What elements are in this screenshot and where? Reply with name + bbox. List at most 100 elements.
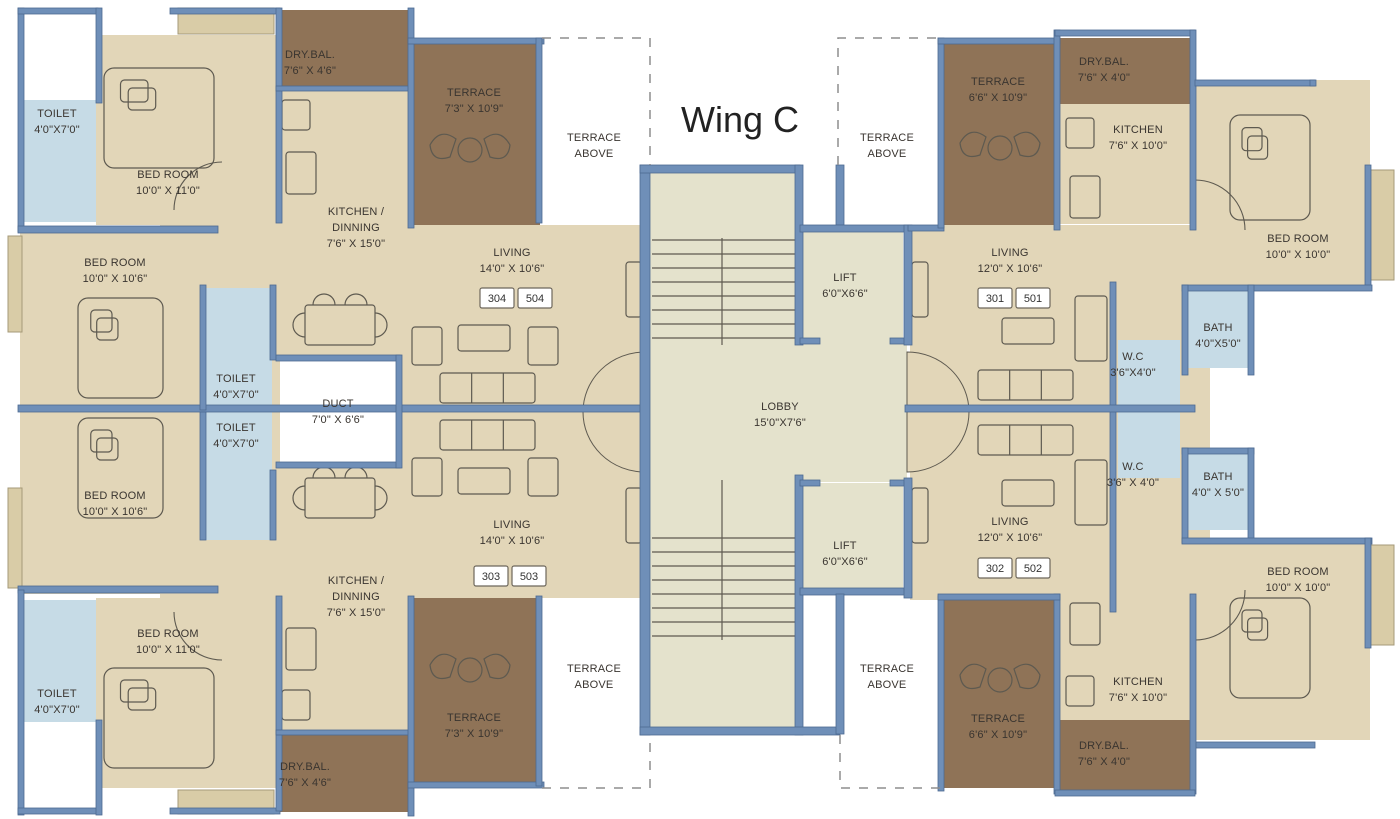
room-label-bl-toilet-mid: 4'0"X7'0" <box>213 438 259 450</box>
room-label-br-bedroom: 10'0" X 10'0" <box>1266 582 1331 594</box>
room-label-tr-terrace: TERRACE <box>971 76 1025 88</box>
dining-chair <box>374 485 388 511</box>
room-label-lift-bot: LIFT <box>833 540 856 552</box>
room-label-tl-living: 14'0" X 10'6" <box>480 263 545 275</box>
wall <box>1247 284 1255 376</box>
dining-chair <box>312 293 336 306</box>
room-label-duct: 7'0" X 6'6" <box>312 414 364 426</box>
armchair <box>411 457 443 497</box>
room-label-bl-bedroom-mid: 10'0" X 10'6" <box>83 506 148 518</box>
dining-chair <box>292 312 306 338</box>
wall <box>937 593 1061 601</box>
door-swing <box>1194 179 1246 231</box>
room-label-tr-drybal: DRY.BAL. <box>1079 56 1129 68</box>
wall <box>1181 447 1255 455</box>
door-swing <box>1194 589 1246 641</box>
room-label-tr-bedroom: 10'0" X 10'0" <box>1266 249 1331 261</box>
stove <box>285 627 317 671</box>
coffee-table <box>1001 479 1055 507</box>
room-label-lobby: 15'0"X7'6" <box>754 417 806 429</box>
terrace-table <box>457 137 483 163</box>
pillow <box>90 309 113 333</box>
room-label-tr-kitchen: KITCHEN <box>1113 124 1163 136</box>
room-label-tl-terrace-above: ABOVE <box>575 148 614 160</box>
unit-number-tag <box>517 287 553 309</box>
wall <box>169 7 281 15</box>
room-label-tr-kitchen: 7'6" X 10'0" <box>1109 140 1167 152</box>
room-tl-toilet-top <box>22 100 96 222</box>
wall <box>95 719 103 816</box>
room-label-tl-terrace-above: TERRACE <box>567 132 621 144</box>
wall <box>1181 284 1189 376</box>
room-label-bl-terrace-above: TERRACE <box>567 663 621 675</box>
room-label-tr-terrace-above: TERRACE <box>860 132 914 144</box>
room-label-tl-toilet-top: TOILET <box>37 108 77 120</box>
room-bl-drybal <box>280 734 408 812</box>
room-lift-bot <box>803 483 903 593</box>
room-bl-toilet-bot <box>22 600 96 722</box>
pillow <box>1246 135 1269 160</box>
pillow <box>1241 126 1263 152</box>
wall <box>407 781 545 789</box>
room-label-br-wc: 3'6" X 4'0" <box>1107 477 1159 489</box>
wall <box>275 729 412 736</box>
room-label-br-bath: BATH <box>1203 471 1232 483</box>
wall <box>1054 29 1196 37</box>
stove <box>285 151 317 195</box>
unit-number: 303 <box>482 571 500 583</box>
room-label-br-living: LIVING <box>991 516 1028 528</box>
pillow <box>119 79 149 103</box>
window-grille <box>1369 544 1395 646</box>
sofa <box>439 372 536 404</box>
wall <box>275 595 283 812</box>
room-label-tr-living: 12'0" X 10'6" <box>978 263 1043 275</box>
stove <box>1069 602 1101 646</box>
room-tl-toilet-mid <box>200 288 272 408</box>
room-label-br-drybal: DRY.BAL. <box>1079 740 1129 752</box>
wall <box>199 411 207 541</box>
room-label-br-bedroom: BED ROOM <box>1267 566 1329 578</box>
room-br-drybal <box>1060 720 1190 790</box>
wall <box>17 589 25 816</box>
wall <box>903 477 913 599</box>
room-label-tr-drybal: 7'6" X 4'0" <box>1078 72 1130 84</box>
room-tr-bath <box>1185 290 1250 368</box>
unit-number-tag <box>977 287 1013 309</box>
room-tl-drybal <box>280 10 408 88</box>
room-tr-bedroom <box>1195 80 1370 285</box>
room-label-bl-kitchen: DINNING <box>332 591 380 603</box>
room-br-wc <box>1118 412 1180 478</box>
room-label-tl-bedroom-mid: 10'0" X 10'6" <box>83 273 148 285</box>
room-br-bedroom <box>1195 540 1370 740</box>
wall <box>937 37 1061 45</box>
sofa <box>439 419 536 451</box>
pillow <box>96 317 119 341</box>
room-label-bl-toilet-mid: TOILET <box>216 422 256 434</box>
room-label-bl-toilet-bot: TOILET <box>37 688 77 700</box>
room-label-bl-bedroom-bot: 10'0" X 11'0" <box>136 644 200 656</box>
room-label-tl-toilet-mid: 4'0"X7'0" <box>213 389 259 401</box>
unit-number: 301 <box>986 293 1004 305</box>
wall <box>275 354 401 362</box>
terrace-chair <box>1013 131 1041 158</box>
wall <box>903 224 913 346</box>
wall <box>395 354 403 469</box>
dining-chair <box>344 293 368 306</box>
room-lift-top <box>803 230 903 340</box>
bed <box>103 67 215 169</box>
room-label-tl-drybal: DRY.BAL. <box>285 49 335 61</box>
shaft-tl <box>22 10 96 98</box>
room-label-bl-living: LIVING <box>493 519 530 531</box>
wall <box>17 585 219 594</box>
furniture-layer <box>77 67 1311 769</box>
terrace-chair <box>959 131 987 158</box>
room-label-bl-terrace: 7'3" X 10'9" <box>445 728 503 740</box>
door-swing <box>173 161 223 211</box>
wall <box>1181 537 1373 545</box>
room-label-lift-bot: 6'0"X6'6" <box>822 556 868 568</box>
wall <box>835 593 845 735</box>
wall <box>407 37 545 45</box>
wall <box>1109 281 1117 613</box>
wall <box>1053 593 1061 795</box>
